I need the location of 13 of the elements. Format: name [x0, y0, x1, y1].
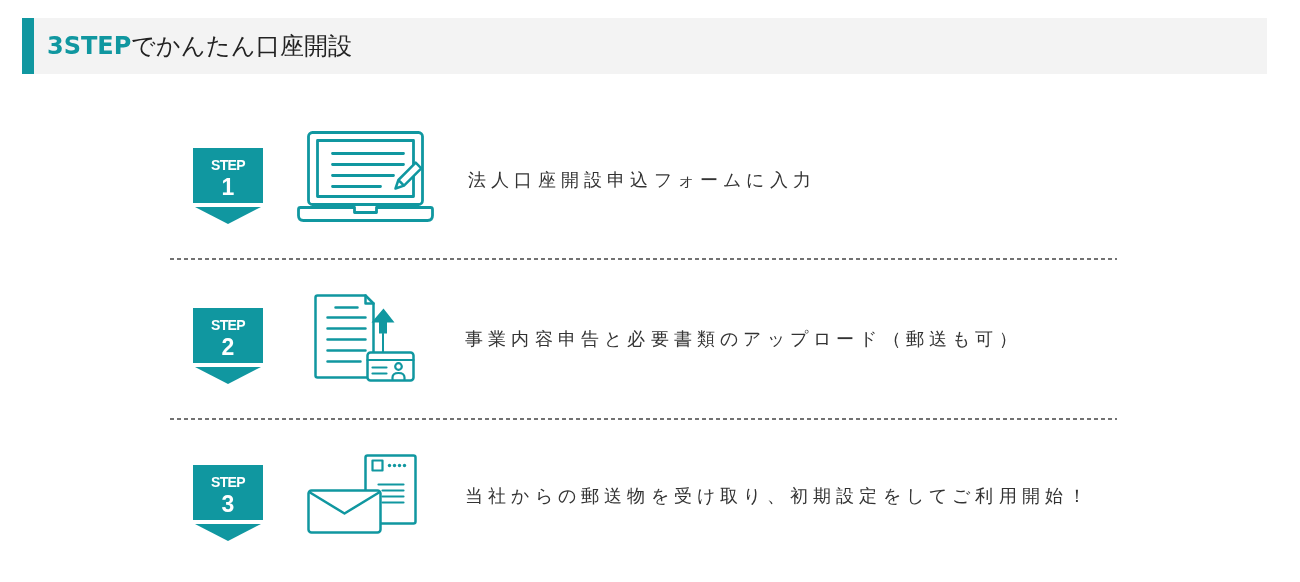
step-badge — [193, 308, 263, 363]
step-number: 1 — [221, 176, 235, 199]
step-label: STEP — [210, 318, 246, 332]
step-description: 事業内容申告と必要書類のアップロード（郵送も可） — [465, 327, 1022, 351]
step-description: 法人口座開設申込フォームに入力 — [468, 168, 816, 192]
step-description: 当社からの郵送物を受け取り、初期設定をしてご利用開始！ — [465, 484, 1092, 508]
step-label: STEP — [210, 475, 246, 489]
step-label: STEP — [210, 158, 246, 172]
step-number: 2 — [221, 336, 235, 359]
step-number: 3 — [221, 493, 235, 516]
step-badge — [193, 148, 263, 203]
step-badge — [193, 465, 263, 520]
heading: 3STEPでかんたん口座開設 — [47, 31, 353, 61]
